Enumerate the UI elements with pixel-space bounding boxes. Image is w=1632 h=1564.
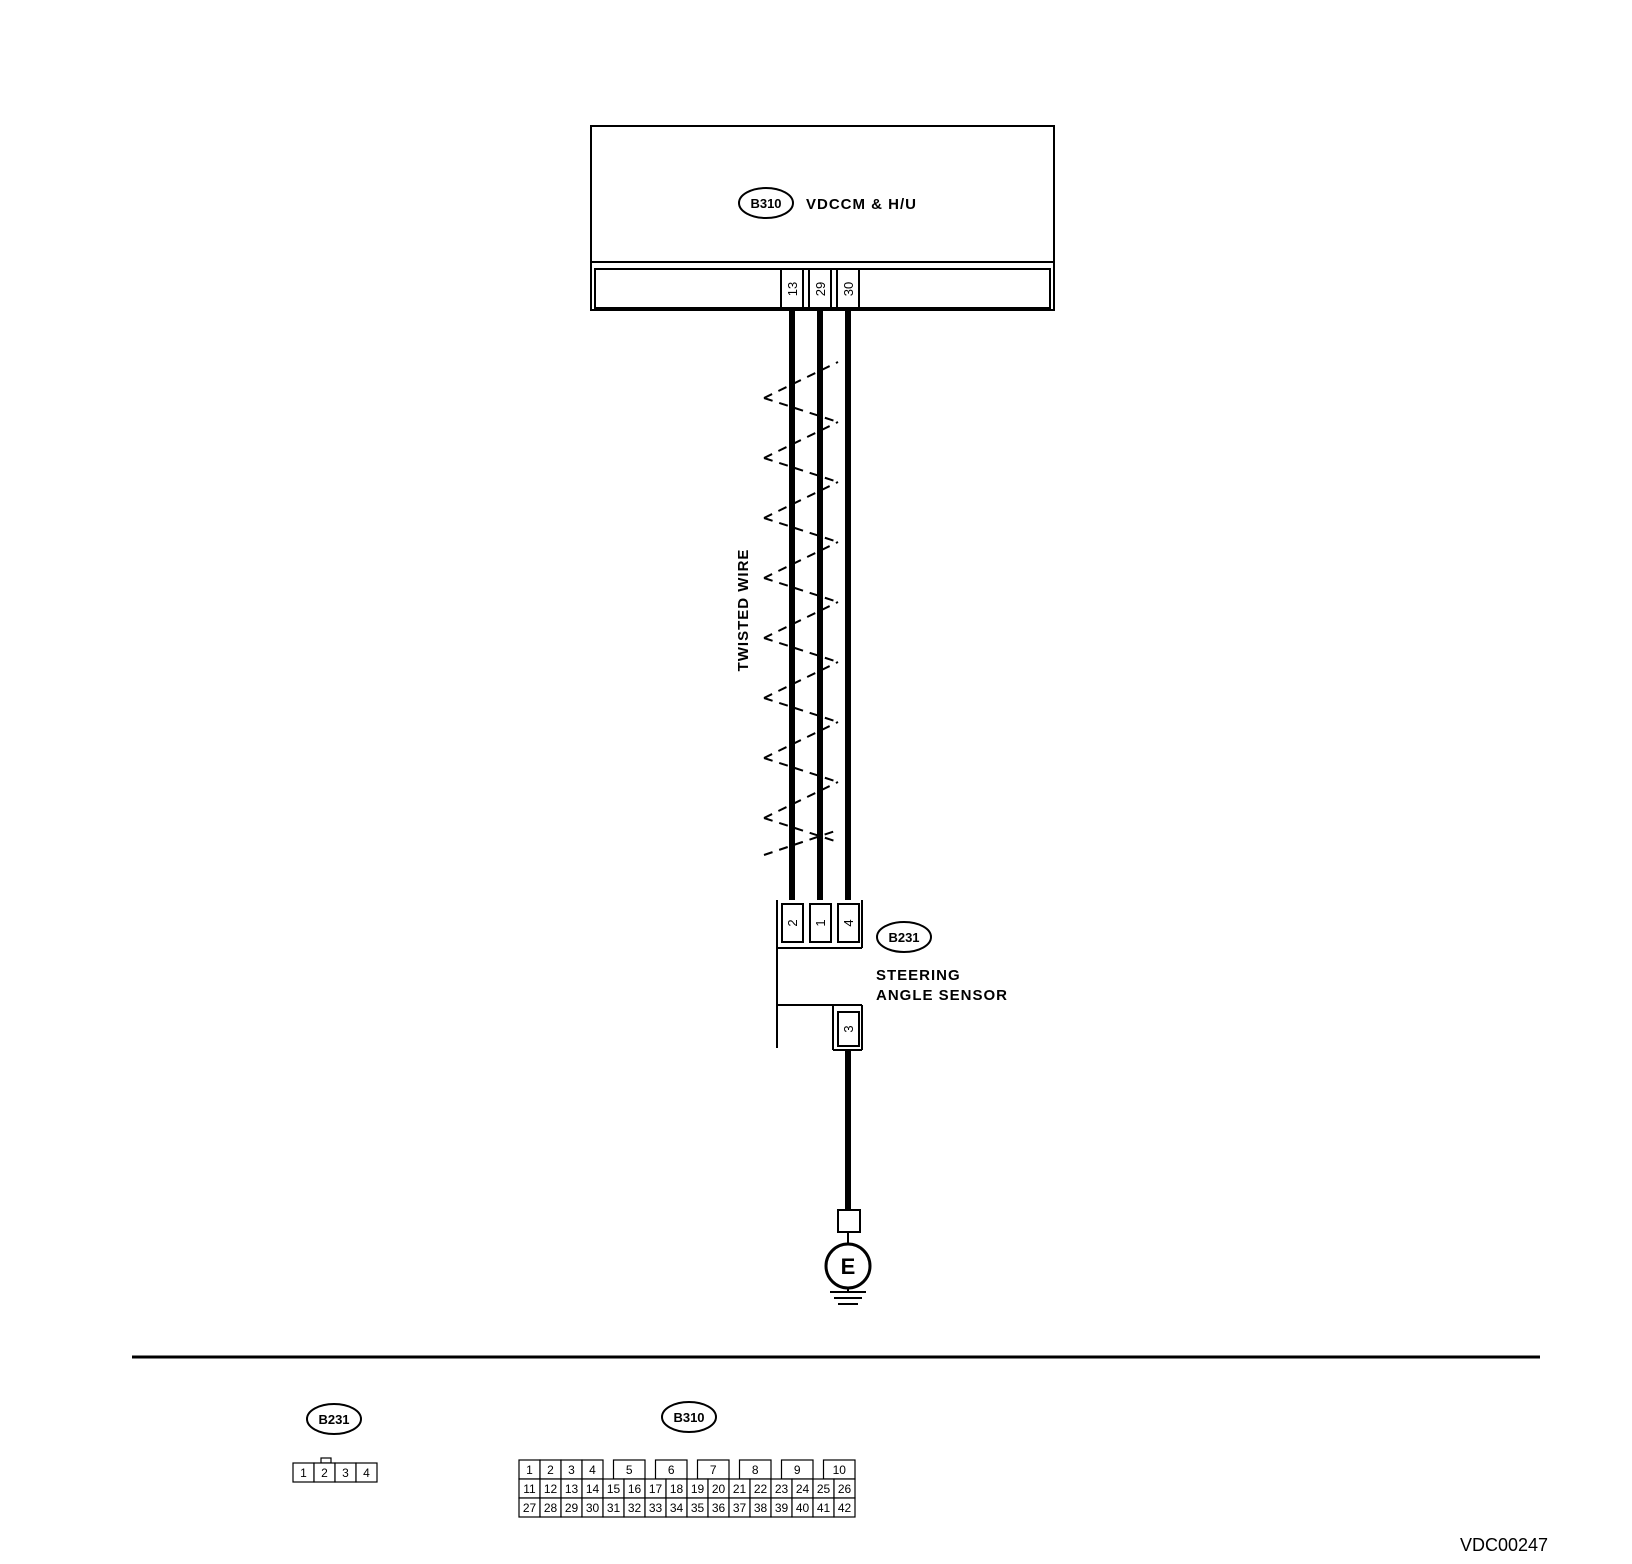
b231-pin-cell <box>355 1462 378 1483</box>
legend-b231-id: B231 <box>318 1412 349 1427</box>
b310-pin-number: 21 <box>733 1482 747 1496</box>
twist-mark <box>763 457 839 483</box>
module-pin-label: 13 <box>785 282 800 296</box>
sensor-connector-oval: B231 <box>876 921 932 953</box>
diagram-id: VDC00247 <box>1460 1535 1548 1555</box>
b310-pin-number: 4 <box>589 1463 596 1477</box>
b310-pin-number: 42 <box>838 1501 852 1515</box>
twist-mark <box>763 397 839 423</box>
twist-mark <box>763 421 839 459</box>
b310-pin-number: 34 <box>670 1501 684 1515</box>
legend-b310-id: B310 <box>673 1410 704 1425</box>
b310-pin-number: 14 <box>586 1482 600 1496</box>
b310-pin-number: 19 <box>691 1482 705 1496</box>
b310-pin-number: 3 <box>568 1463 575 1477</box>
twisted-wire-label: TWISTED WIRE <box>735 549 752 672</box>
b310-pin-number: 11 <box>523 1482 536 1496</box>
b231-pin-number: 4 <box>363 1466 370 1480</box>
b310-pin-number: 5 <box>626 1463 633 1477</box>
b310-pin-number: 6 <box>668 1463 675 1477</box>
b310-pin-number: 2 <box>547 1463 554 1477</box>
b310-pin-number: 17 <box>649 1482 663 1496</box>
twist-mark <box>763 637 839 663</box>
b310-pin-number: 9 <box>794 1463 801 1477</box>
b310-pin-number: 13 <box>565 1482 579 1496</box>
twist-mark <box>763 757 839 783</box>
module-pins: 13 29 30 <box>780 268 860 309</box>
b310-pin-number: 38 <box>754 1501 768 1515</box>
twist-mark <box>763 361 839 399</box>
b310-pin-number: 22 <box>754 1482 768 1496</box>
b310-pin-number: 7 <box>710 1463 717 1477</box>
b310-pin-number: 8 <box>752 1463 759 1477</box>
b310-pin-number: 40 <box>796 1501 810 1515</box>
b310-pin-number: 18 <box>670 1482 684 1496</box>
b310-pin-number: 26 <box>838 1482 852 1496</box>
b310-pin-number: 20 <box>712 1482 726 1496</box>
b310-pin-number: 1 <box>526 1463 533 1477</box>
module-pin-label: 30 <box>841 282 856 296</box>
b310-pin-number: 36 <box>712 1501 726 1515</box>
b310-pin-number: 39 <box>775 1501 789 1515</box>
twist-mark <box>763 721 839 759</box>
twist-mark <box>763 481 839 519</box>
vdccm-module: B310 VDCCM & H/U 13 29 30 <box>590 125 1055 311</box>
b231-pin-number: 2 <box>321 1466 328 1480</box>
b310-pin-number: 29 <box>565 1501 579 1515</box>
sensor-pin-label: 4 <box>841 919 856 926</box>
b310-pin-number: 24 <box>796 1482 810 1496</box>
b310-pin-number: 12 <box>544 1482 558 1496</box>
b310-pin-number: 10 <box>833 1463 847 1477</box>
wire-harness <box>789 308 851 900</box>
b310-pin-number: 23 <box>775 1482 789 1496</box>
twist-mark <box>763 517 839 543</box>
module-name: VDCCM & H/U <box>806 196 917 213</box>
ground-icon: E <box>824 1242 872 1305</box>
b310-pin-number: 15 <box>607 1482 621 1496</box>
b310-pin-number: 35 <box>691 1501 705 1515</box>
twist-mark <box>763 541 839 579</box>
ground-circuit: E <box>824 1050 872 1305</box>
twist-mark <box>763 817 839 843</box>
b310-pin-number: 41 <box>817 1501 831 1515</box>
sensor-pin-label: 2 <box>785 919 800 926</box>
b310-pin-number: 37 <box>733 1501 747 1515</box>
sensor-pin-label: 1 <box>813 919 828 926</box>
b310-pin-number: 28 <box>544 1501 558 1515</box>
b310-pin-number: 31 <box>607 1501 621 1515</box>
twist-mark <box>763 601 839 639</box>
sensor-name-line1: STEERING <box>876 967 961 984</box>
module-pin-label: 29 <box>813 282 828 296</box>
sensor-pins: 2 1 4 3 <box>781 903 860 1047</box>
twisted-wire-marks <box>763 361 839 856</box>
sensor-ground-pin-label: 3 <box>841 1025 856 1032</box>
sensor-connector-id: B231 <box>888 930 919 945</box>
module-connector-oval: B310 <box>738 187 794 219</box>
sensor-name-line2: ANGLE SENSOR <box>876 987 1008 1004</box>
module-connector-id: B310 <box>750 196 781 211</box>
b310-pin-number: 32 <box>628 1501 642 1515</box>
b310-pin-number: 25 <box>817 1482 831 1496</box>
twist-mark <box>763 661 839 699</box>
b310-pin-cell <box>833 1497 856 1518</box>
b310-pin-number: 16 <box>628 1482 642 1496</box>
steering-angle-sensor: 2 1 4 3 B231 STEERING ANGLE SENSOR <box>776 900 1008 1051</box>
b310-pin-number: 27 <box>523 1501 537 1515</box>
twist-mark <box>763 781 839 819</box>
twist-mark <box>763 697 839 723</box>
b231-pin-number: 3 <box>342 1466 349 1480</box>
ground-label: E <box>841 1254 856 1279</box>
b310-pin-number: 33 <box>649 1501 663 1515</box>
twist-mark <box>763 829 839 856</box>
twist-mark <box>763 577 839 603</box>
b310-pin-number: 30 <box>586 1501 600 1515</box>
b231-pin-number: 1 <box>300 1466 307 1480</box>
